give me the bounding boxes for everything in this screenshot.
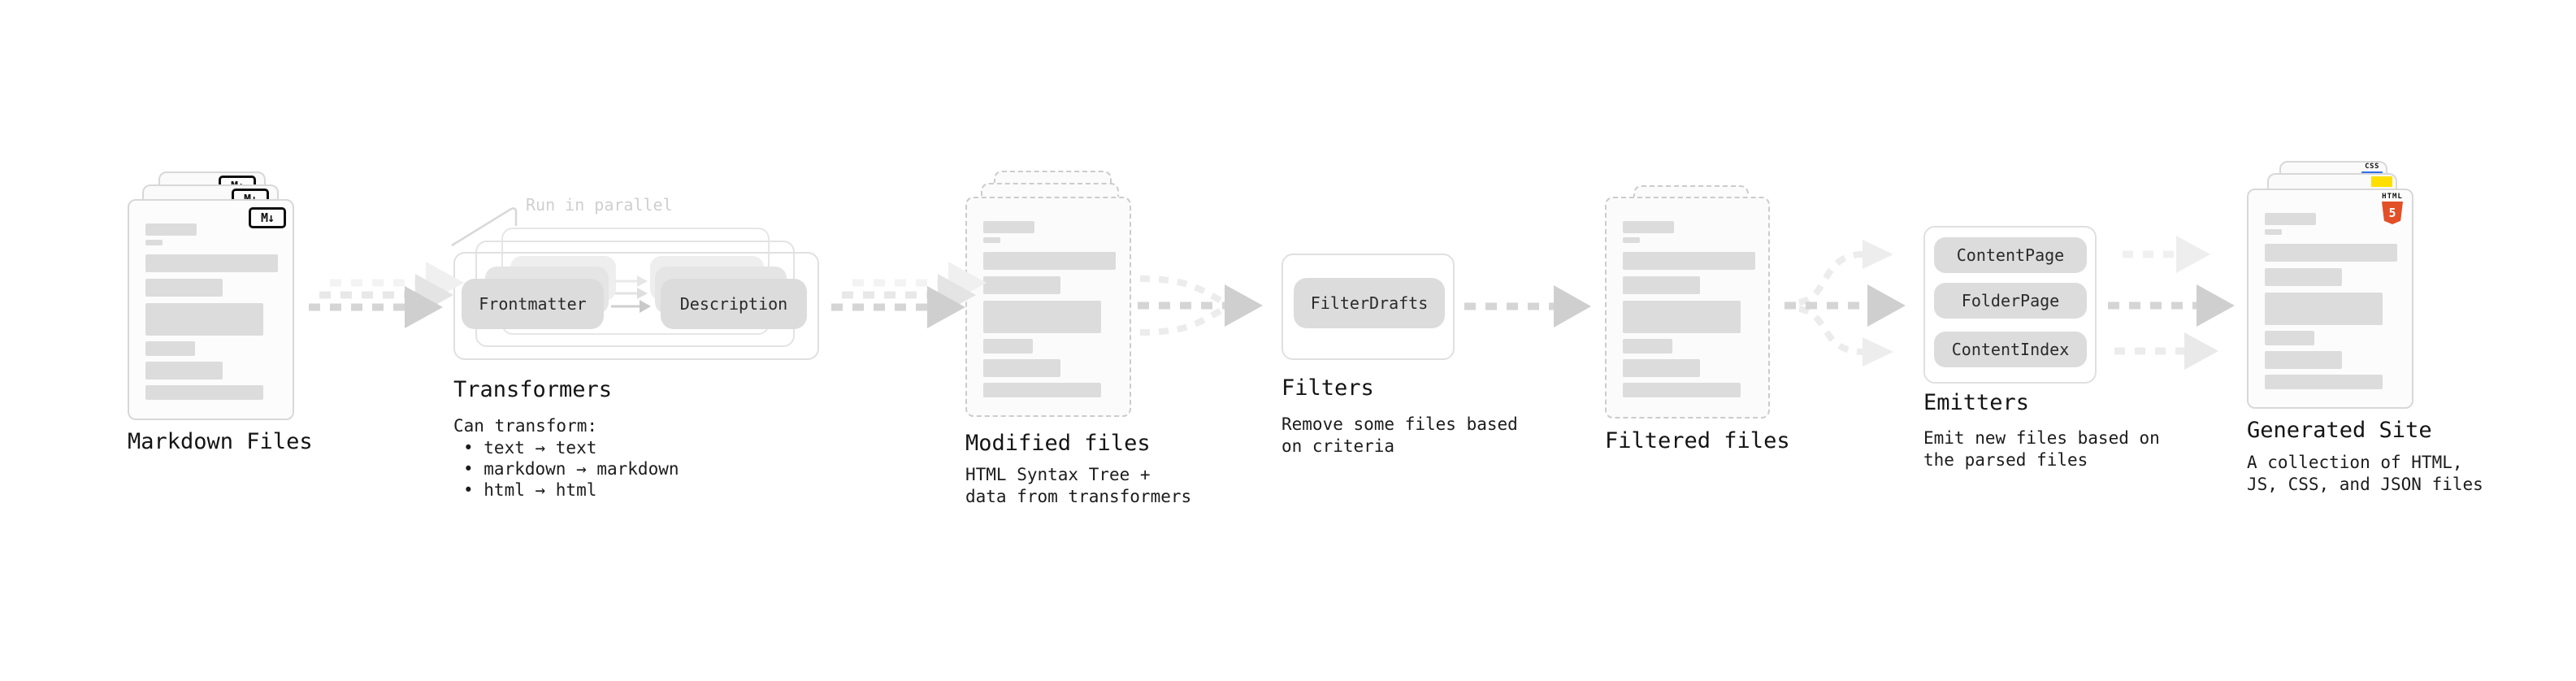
placeholder-line — [145, 240, 163, 245]
placeholder-line — [1623, 301, 1741, 333]
js-icon — [2371, 176, 2392, 187]
stage-label-filtered-files: Filtered files — [1605, 428, 1790, 453]
placeholder-line — [145, 385, 263, 400]
placeholder-line — [1623, 237, 1640, 243]
placeholder-line — [1623, 359, 1700, 377]
html5-icon-text: HTML — [2382, 193, 2403, 201]
placeholder-line — [983, 221, 1034, 233]
placeholder-line — [983, 383, 1101, 397]
placeholder-line — [1623, 252, 1755, 270]
arrow-markdown-to-transformers — [309, 262, 464, 328]
arrow-emitters-to-generated-site — [2108, 236, 2235, 370]
placeholder-line — [2265, 268, 2342, 286]
html5-icon-number: 5 — [2388, 206, 2396, 220]
emitter-node-contentindex: ContentIndex — [1934, 332, 2087, 367]
placeholder-line — [145, 254, 278, 272]
placeholder-line — [2265, 229, 2282, 235]
run-in-parallel-annotation: Run in parallel — [526, 195, 673, 215]
filter-node-filterdrafts: FilterDrafts — [1294, 278, 1445, 328]
placeholder-line — [145, 341, 195, 356]
emitters-description: Emit new files based on the parsed files — [1923, 428, 2160, 470]
placeholder-line — [2265, 293, 2383, 325]
stage-label-filters: Filters — [1281, 375, 1374, 401]
arrow-modified-files-to-filters — [1138, 275, 1263, 336]
modified-file-card-front — [965, 197, 1131, 417]
placeholder-line — [2265, 213, 2316, 225]
placeholder-line — [2265, 351, 2342, 369]
document-placeholder-lines — [1607, 198, 1768, 397]
css-icon-text: CSS — [2365, 163, 2379, 171]
placeholder-line — [983, 339, 1033, 354]
document-placeholder-lines — [2249, 190, 2412, 389]
stage-label-modified-files: Modified files — [965, 431, 1151, 456]
generated-site-description: A collection of HTML, JS, CSS, and JSON … — [2247, 453, 2483, 494]
arrow-filtered-files-to-emitters — [1785, 240, 1906, 367]
placeholder-line — [2265, 244, 2397, 262]
markdown-icon-glyph: M↓ — [260, 210, 275, 225]
placeholder-line — [145, 362, 223, 380]
placeholder-line — [1623, 221, 1674, 233]
placeholder-line — [1623, 276, 1700, 294]
modified-files-description: HTML Syntax Tree + data from transformer… — [965, 465, 1192, 506]
placeholder-line — [983, 301, 1101, 333]
bullet-item: • text → text — [463, 438, 597, 458]
transformer-layer-box-front — [453, 252, 819, 360]
transformers-bullet-list: • text → text • markdown → markdown • ht… — [463, 437, 679, 501]
emitter-node-folderpage: FolderPage — [1934, 283, 2087, 319]
emitter-node-contentpage: ContentPage — [1934, 237, 2087, 273]
placeholder-line — [983, 237, 1000, 243]
bullet-item: • markdown → markdown — [463, 459, 679, 479]
bullet-item: • html → html — [463, 480, 597, 500]
stage-label-markdown-files: Markdown Files — [128, 429, 313, 454]
html5-icon-shield: 5 — [2382, 202, 2403, 224]
placeholder-line — [983, 252, 1116, 270]
placeholder-line — [1623, 339, 1672, 354]
arrow-transformers-to-modified-files — [831, 262, 987, 328]
document-placeholder-lines — [967, 198, 1130, 397]
placeholder-line — [145, 223, 197, 236]
stage-label-transformers: Transformers — [453, 377, 613, 402]
stage-label-generated-site: Generated Site — [2247, 418, 2432, 443]
placeholder-line — [983, 276, 1060, 294]
document-placeholder-lines — [129, 201, 293, 400]
markdown-file-card-front — [128, 199, 294, 420]
html5-icon: HTML 5 — [2380, 193, 2405, 224]
placeholder-line — [145, 303, 263, 336]
transformer-node-frontmatter: Frontmatter — [462, 279, 604, 329]
arrow-filters-to-filtered-files — [1464, 285, 1591, 327]
placeholder-line — [1623, 383, 1741, 397]
transformers-desc-heading: Can transform: — [453, 416, 598, 436]
generated-file-card-front — [2247, 189, 2413, 409]
stage-label-emitters: Emitters — [1923, 390, 2030, 415]
placeholder-line — [145, 279, 223, 297]
placeholder-line — [983, 359, 1060, 377]
transformer-node-description: Description — [661, 279, 807, 329]
filtered-file-card-front — [1605, 197, 1770, 419]
placeholder-line — [2265, 331, 2314, 345]
markdown-icon: M↓ — [249, 207, 286, 228]
filters-description: Remove some files based on criteria — [1281, 414, 1518, 456]
placeholder-line — [2265, 375, 2383, 389]
